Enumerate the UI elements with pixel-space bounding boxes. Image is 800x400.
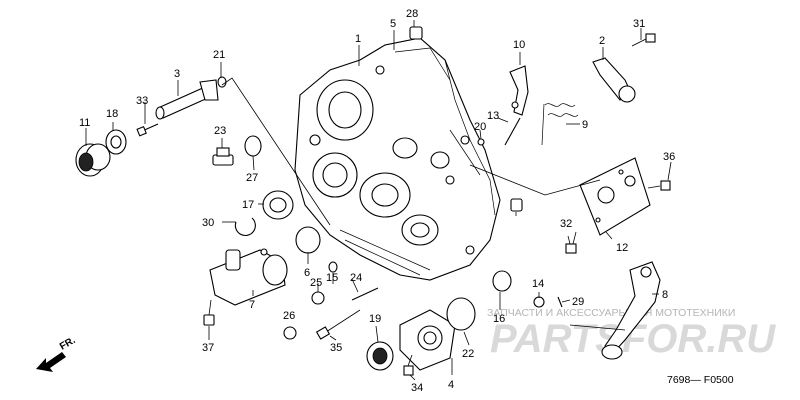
- label-part-19: 19: [369, 313, 381, 325]
- label-part-17: 17: [242, 199, 254, 211]
- lever-2: [592, 57, 636, 103]
- main-housing: [294, 37, 501, 281]
- label-part-31: 31: [633, 18, 645, 30]
- label-part-4: 4: [448, 379, 454, 391]
- label-part-8: 8: [662, 289, 668, 301]
- label-part-5: 5: [390, 18, 396, 30]
- label-part-28: 28: [406, 8, 418, 20]
- front-direction-arrow: FR.: [36, 335, 78, 372]
- label-part-34: 34: [411, 382, 423, 394]
- label-part-27: 27: [246, 172, 258, 184]
- guide-line: [469, 164, 601, 196]
- label-part-18: 18: [106, 108, 118, 120]
- oil-seal-18: [105, 129, 127, 155]
- plug-23: [212, 147, 234, 166]
- label-part-14: 14: [532, 278, 544, 290]
- o-ring-22: [446, 297, 476, 331]
- shaft-8: [569, 324, 626, 331]
- label-part-21: 21: [213, 49, 225, 61]
- label-part-1: 1: [355, 33, 361, 45]
- bearing-19: [366, 341, 394, 371]
- nut-26: [283, 326, 297, 340]
- label-part-16: 16: [493, 313, 505, 325]
- bolt-33: [136, 123, 159, 137]
- label-part-20: 20: [474, 121, 486, 133]
- arm-10: [509, 65, 529, 116]
- label-part-2: 2: [599, 35, 605, 47]
- dowel-pin-26: [510, 198, 523, 212]
- label-part-24: 24: [350, 272, 362, 284]
- part-labels: 1 2 3 4 5 6 7 8 9 10 11 12 13 14 15 16 1…: [79, 8, 675, 394]
- cap-nut-25: [311, 291, 325, 305]
- bolt-31: [631, 33, 656, 47]
- label-part-32: 32: [560, 218, 572, 230]
- label-part-6: 6: [304, 267, 310, 279]
- bolt-13: [504, 117, 521, 146]
- pin-29: [557, 296, 563, 308]
- washer-15: [328, 261, 338, 273]
- o-ring-21: [217, 76, 227, 88]
- washer-27: [244, 135, 262, 157]
- seal-16: [492, 270, 512, 292]
- label-part-22: 22: [462, 348, 474, 360]
- label-part-7: 7: [249, 299, 255, 311]
- dowel-pin-28: [409, 26, 423, 40]
- watermark-caption: ЗАПЧАСТИ И АКСЕССУАРЫ ДЛЯ МОТОТЕХНИКИ: [487, 307, 735, 319]
- label-part-10: 10: [513, 39, 525, 51]
- label-part-35: 35: [330, 342, 342, 354]
- stud-bolt-24: [351, 287, 379, 301]
- boot-11: [75, 143, 111, 177]
- slave-cylinder-7: [209, 248, 288, 306]
- bolt-32: [565, 231, 577, 254]
- bolt-36: [647, 180, 671, 191]
- label-part-26: 26: [283, 310, 295, 322]
- label-part-25: 25: [310, 277, 322, 289]
- plate-12: [579, 157, 651, 236]
- label-part-12: 12: [616, 242, 628, 254]
- bolt-37: [203, 299, 215, 326]
- label-part-3: 3: [174, 68, 180, 80]
- o-ring-6: [295, 226, 321, 254]
- collar-14: [533, 296, 545, 308]
- spring-9: [541, 103, 579, 146]
- oil-seal-17: [262, 190, 294, 220]
- bolt-34: [403, 354, 414, 376]
- label-part-23: 23: [214, 125, 226, 137]
- leader-lines: [85, 20, 672, 381]
- washer-20: [477, 138, 485, 146]
- label-part-36: 36: [663, 151, 675, 163]
- label-part-11: 11: [79, 117, 90, 129]
- label-part-33: 33: [136, 95, 148, 107]
- front-label: FR.: [58, 335, 78, 353]
- label-part-9: 9: [582, 119, 588, 131]
- figure-code: 7698— F0500: [667, 374, 734, 386]
- circlip-30: [234, 217, 256, 236]
- cover-4: [399, 309, 456, 371]
- lifter-rod-3: [155, 79, 219, 120]
- label-part-15: 15: [326, 272, 338, 284]
- label-part-29: 29: [572, 296, 584, 308]
- guide-line: [221, 77, 331, 226]
- label-part-30: 30: [202, 217, 214, 229]
- label-part-37: 37: [202, 342, 214, 354]
- long-bolt-35: [315, 309, 361, 340]
- label-part-13: 13: [487, 110, 499, 122]
